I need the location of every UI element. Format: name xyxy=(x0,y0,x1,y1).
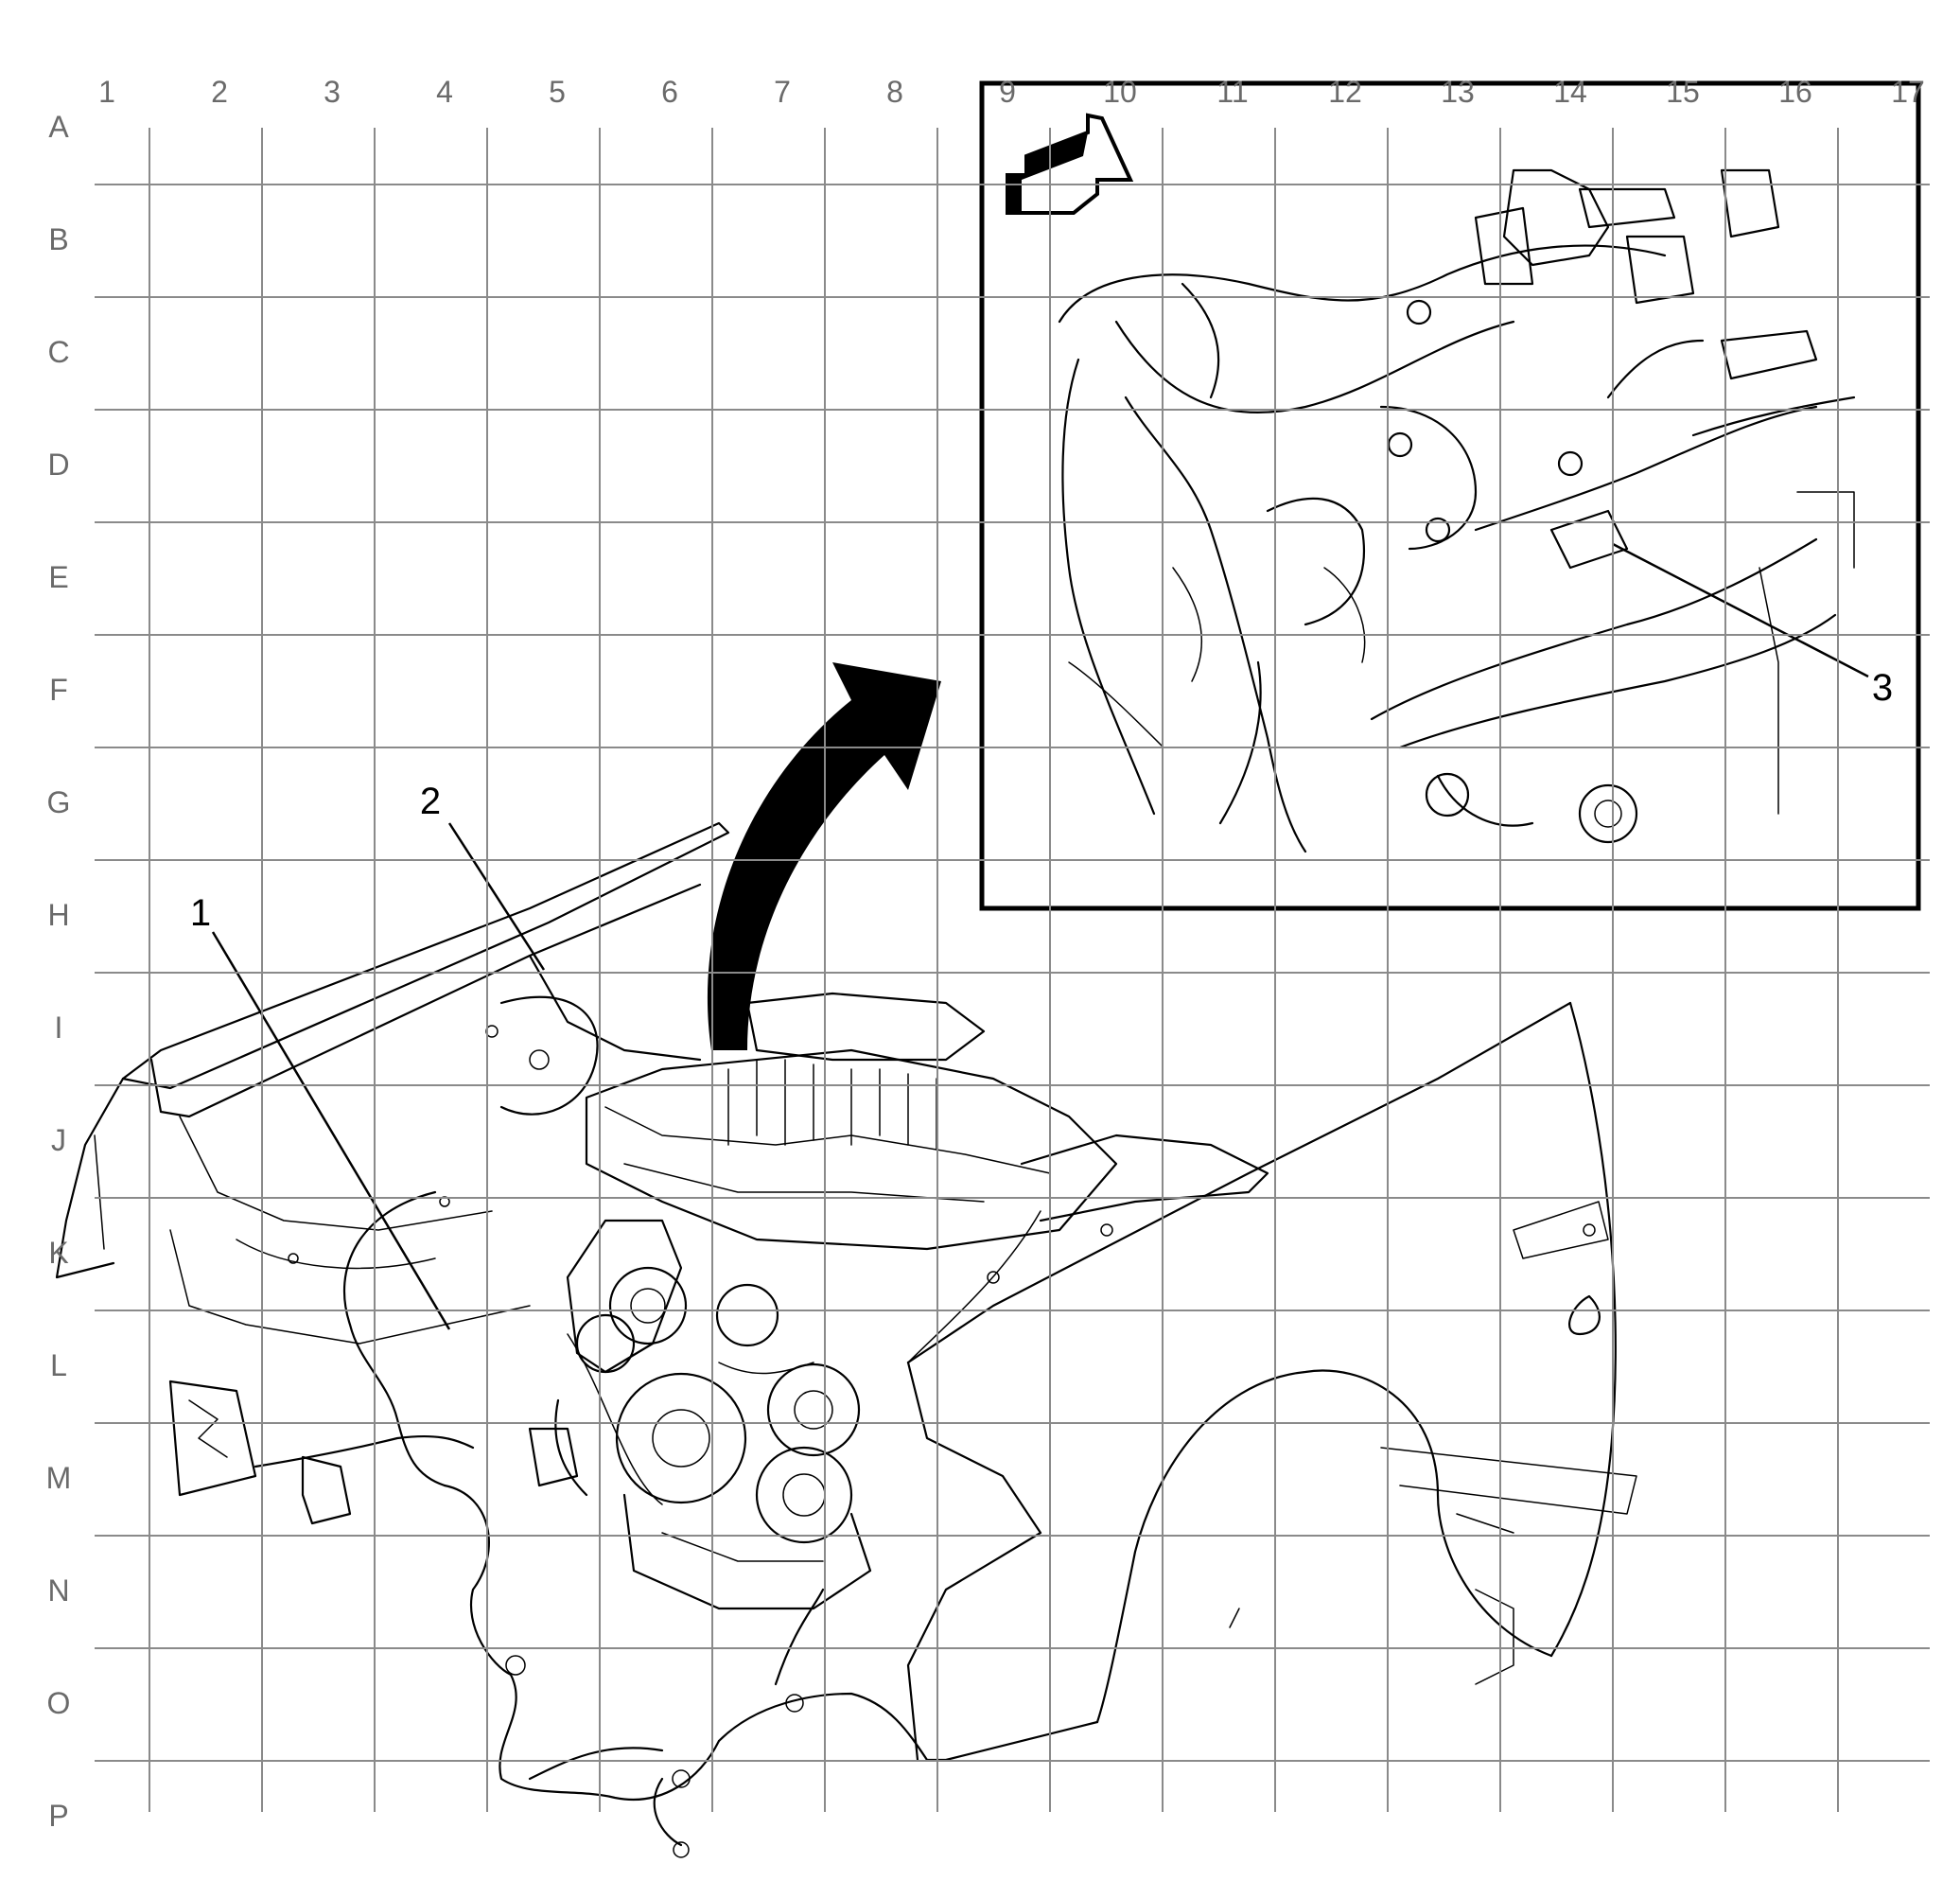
reference-grid xyxy=(95,128,1930,1812)
grid-column-label: 7 xyxy=(774,75,791,109)
callout-2-label: 2 xyxy=(420,781,441,822)
grid-row-label: N xyxy=(47,1573,69,1608)
grid-column-label: 2 xyxy=(211,75,228,109)
grid-row-label: P xyxy=(48,1799,68,1833)
callout-2-leader xyxy=(447,822,546,971)
grid-row-label: D xyxy=(47,448,69,482)
view-direction-arrow-shadow xyxy=(1007,132,1088,213)
detail-view-illustration xyxy=(1058,168,1856,853)
grid-column-label: 17 xyxy=(1891,75,1925,109)
grid-column-label: 10 xyxy=(1103,75,1137,109)
grid-row-label: B xyxy=(48,222,68,256)
grid-row-label: L xyxy=(50,1348,67,1382)
grid-row-label: K xyxy=(48,1236,68,1270)
grid-column-label: 3 xyxy=(324,75,341,109)
callout-3-label: 3 xyxy=(1872,667,1893,709)
grid-row-label: G xyxy=(47,785,71,819)
grid-row-label: F xyxy=(49,673,68,707)
grid-column-label: 6 xyxy=(661,75,678,109)
grid-column-label: 4 xyxy=(436,75,453,109)
grid-row-label: A xyxy=(48,110,69,144)
grid-column-label: 12 xyxy=(1328,75,1362,109)
grid-column-label: 13 xyxy=(1441,75,1475,109)
grid-row-label: I xyxy=(55,1011,63,1045)
grid-column-label: 15 xyxy=(1666,75,1700,109)
callout-1-leader xyxy=(211,931,451,1330)
grid-row-label: C xyxy=(47,335,69,369)
grid-row-label: E xyxy=(48,560,68,594)
grid-column-label: 9 xyxy=(999,75,1016,109)
grid-row-label: J xyxy=(51,1123,66,1157)
grid-column-label: 1 xyxy=(98,75,115,109)
grid-column-label: 16 xyxy=(1778,75,1812,109)
grid-column-label: 8 xyxy=(886,75,903,109)
grid-column-label: 14 xyxy=(1553,75,1587,109)
grid-column-label: 5 xyxy=(549,75,566,109)
grid-row-label: O xyxy=(47,1686,71,1720)
engine-compartment-illustration xyxy=(55,821,1637,1858)
callout-1-label: 1 xyxy=(190,892,211,934)
detail-view-frame xyxy=(979,80,1921,911)
callout-3-leader xyxy=(1612,542,1869,678)
grid-row-label: M xyxy=(46,1461,72,1495)
grid-row-label: H xyxy=(47,898,69,932)
grid-column-label: 11 xyxy=(1216,75,1248,109)
